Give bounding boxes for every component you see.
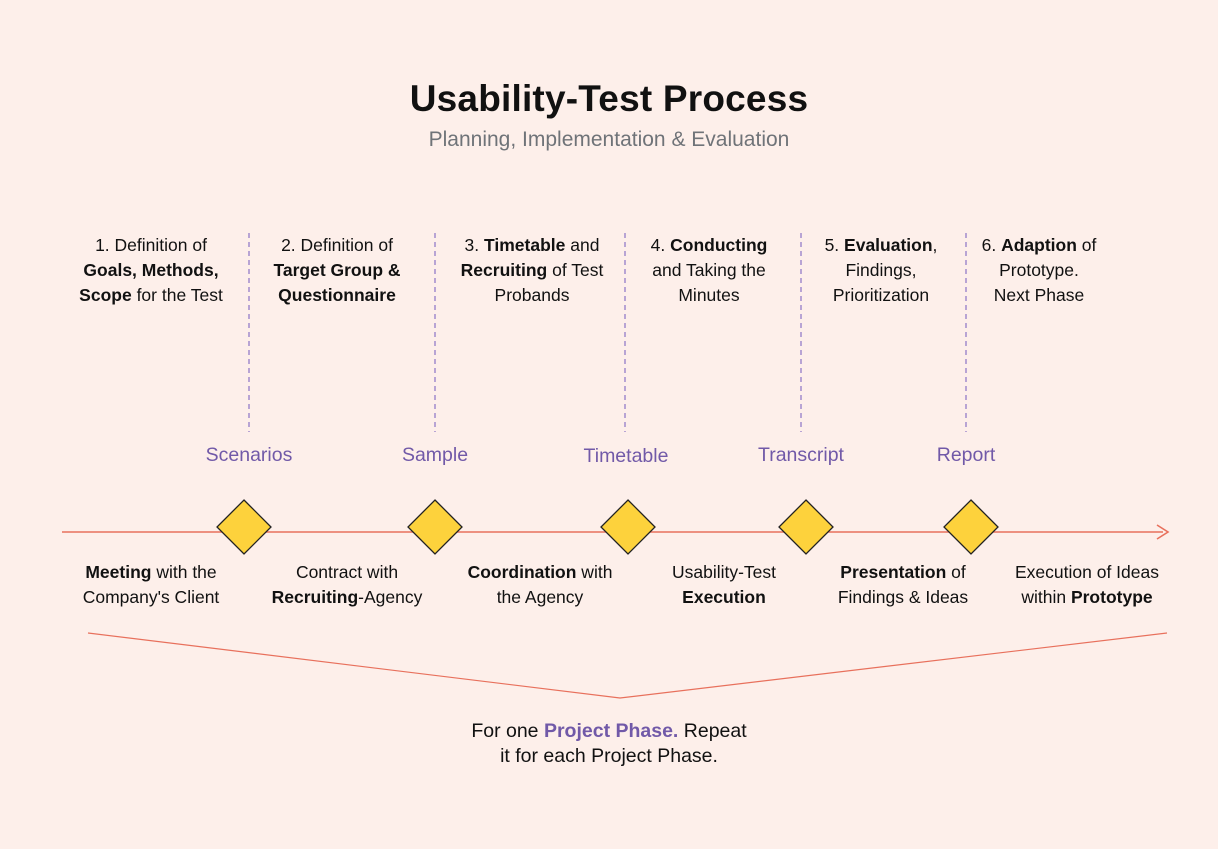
artifact-transcript: Transcript xyxy=(758,444,844,466)
step-4-text: 4. Conducting and Taking the Minutes xyxy=(650,235,768,305)
step-2-text: 2. Definition of Target Group & Question… xyxy=(273,235,401,305)
page-subtitle: Planning, Implementation & Evaluation xyxy=(428,128,790,151)
artifact-scenarios: Scenarios xyxy=(205,444,293,466)
milestone-4-text: Usability-Test Execution xyxy=(671,562,777,607)
artifact-sample: Sample xyxy=(401,444,469,466)
milestone-diamond-3 xyxy=(600,499,656,555)
project-phase-highlight: Project Phase. xyxy=(543,720,679,742)
step-6-text: 6. Adaption of Prototype. Next Phase xyxy=(981,235,1097,305)
milestone-diamond-4 xyxy=(778,499,834,555)
artifact-report: Report xyxy=(936,444,996,466)
artifact-timetable: Timetable xyxy=(583,445,669,467)
milestone-diamond-2 xyxy=(407,499,463,555)
milestone-2-text: Contract with Recruiting-Agency xyxy=(271,562,423,607)
timeline-arrowhead xyxy=(1156,524,1170,540)
milestone-diamond-1 xyxy=(216,499,272,555)
milestone-6-text: Execution of Ideas within Prototype xyxy=(1015,562,1159,607)
milestone-diamonds xyxy=(216,499,999,555)
milestone-1-text: Meeting with the Company's Client xyxy=(82,562,220,607)
milestone-diamond-5 xyxy=(943,499,999,555)
milestone-3-text: Coordination with the Agency xyxy=(467,562,613,607)
step-3-text: 3. Timetable and Recruiting of Test Prob… xyxy=(460,235,604,305)
milestone-5-text: Presentation of Findings & Ideas xyxy=(837,562,969,607)
step-1-text: 1. Definition of Goals, Methods, Scope f… xyxy=(79,235,223,305)
project-phase-brace xyxy=(87,632,1168,699)
page-title: Usability-Test Process xyxy=(409,78,809,119)
project-phase-note: For one Project Phase. Repeat it for eac… xyxy=(471,720,747,767)
step-5-text: 5. Evaluation, Findings, Prioritization xyxy=(824,235,938,305)
phase-dividers xyxy=(248,233,967,432)
